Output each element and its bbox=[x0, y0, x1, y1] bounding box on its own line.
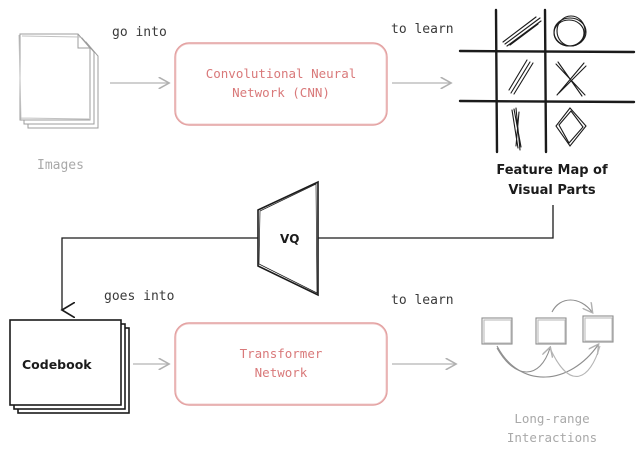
cnn-label-line2: Network (CNN) bbox=[232, 85, 330, 100]
node-codebook-label: Codebook bbox=[22, 357, 92, 372]
node-vq-label: VQ bbox=[280, 232, 300, 246]
feature-map-label-line1: Feature Map of bbox=[496, 163, 608, 178]
vq-trapezoid bbox=[257, 180, 319, 297]
node-transformer-label: Transformer Network bbox=[175, 344, 387, 382]
images-stack-icon bbox=[18, 33, 99, 129]
node-images-label: Images bbox=[37, 158, 84, 173]
interactions-icon bbox=[481, 299, 614, 378]
label-to-learn-bottom: to learn bbox=[391, 293, 454, 308]
node-cnn-label: Convolutional Neural Network (CNN) bbox=[175, 64, 387, 102]
connector-vq-to-codebook bbox=[62, 237, 258, 310]
connector-featuremap-to-vq bbox=[318, 205, 554, 239]
feature-map-grid-icon bbox=[458, 8, 636, 154]
feature-map-label-line2: Visual Parts bbox=[508, 183, 596, 198]
transformer-label-line2: Network bbox=[254, 365, 308, 380]
transformer-box bbox=[174, 322, 388, 406]
feature-map-strokes bbox=[502, 15, 587, 151]
cnn-label-line1: Convolutional Neural bbox=[205, 66, 357, 81]
transformer-label-line1: Transformer bbox=[239, 346, 323, 361]
interactions-label-line2: Interactions bbox=[506, 430, 598, 445]
label-to-learn-top: to learn bbox=[391, 22, 454, 37]
node-interactions-label: Long-range Interactions bbox=[482, 409, 622, 447]
label-go-into: go into bbox=[112, 25, 167, 40]
label-goes-into: goes into bbox=[104, 289, 175, 304]
interactions-label-line1: Long-range bbox=[514, 411, 590, 426]
cnn-box bbox=[174, 42, 388, 126]
codebook-stack bbox=[9, 319, 130, 414]
node-feature-map-label: Feature Map of Visual Parts bbox=[472, 161, 632, 201]
